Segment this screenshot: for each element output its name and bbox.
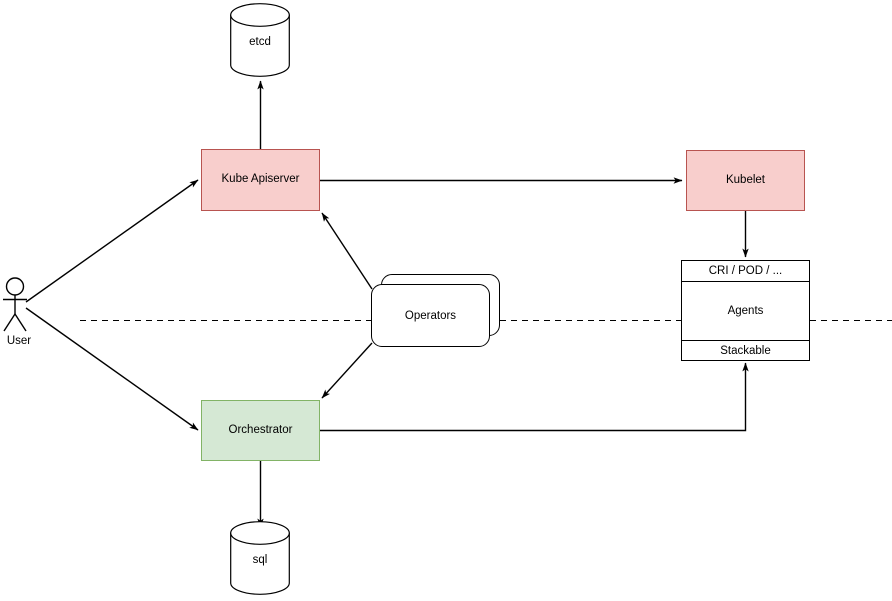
node-etcd-label: etcd [249,36,271,48]
node-operators[interactable]: Operators [371,274,500,347]
node-kubelet-label: Kubelet [725,173,765,186]
node-agents-footer: Stackable [682,340,809,360]
node-agents[interactable]: CRI / POD / ... Agents Stackable [681,260,810,361]
node-user-actor[interactable]: User [3,277,43,352]
edge-user-to-orchestrator [25,307,199,431]
node-sql-label: sql [252,554,268,566]
edge-operators-to-apiserver [321,212,373,290]
node-orchestrator[interactable]: Orchestrator [201,400,320,461]
node-user-label: User [6,335,32,347]
node-orchestrator-label: Orchestrator [228,423,293,436]
edge-orchestrator-to-agents [320,362,749,432]
user-actor-icon [3,277,27,332]
node-agents-header: CRI / POD / ... [682,261,809,282]
node-kubelet[interactable]: Kubelet [686,150,805,211]
edge-user-to-apiserver [25,179,199,303]
node-operators-label: Operators [404,309,457,322]
node-etcd[interactable]: etcd [230,3,290,77]
node-kube-apiserver[interactable]: Kube Apiserver [201,149,320,211]
edge-operators-to-orchestrator [321,342,373,399]
node-operators-front-card: Operators [371,284,490,347]
node-sql[interactable]: sql [230,520,290,596]
node-agents-body: Agents [682,282,809,340]
node-kube-apiserver-label: Kube Apiserver [221,173,300,186]
